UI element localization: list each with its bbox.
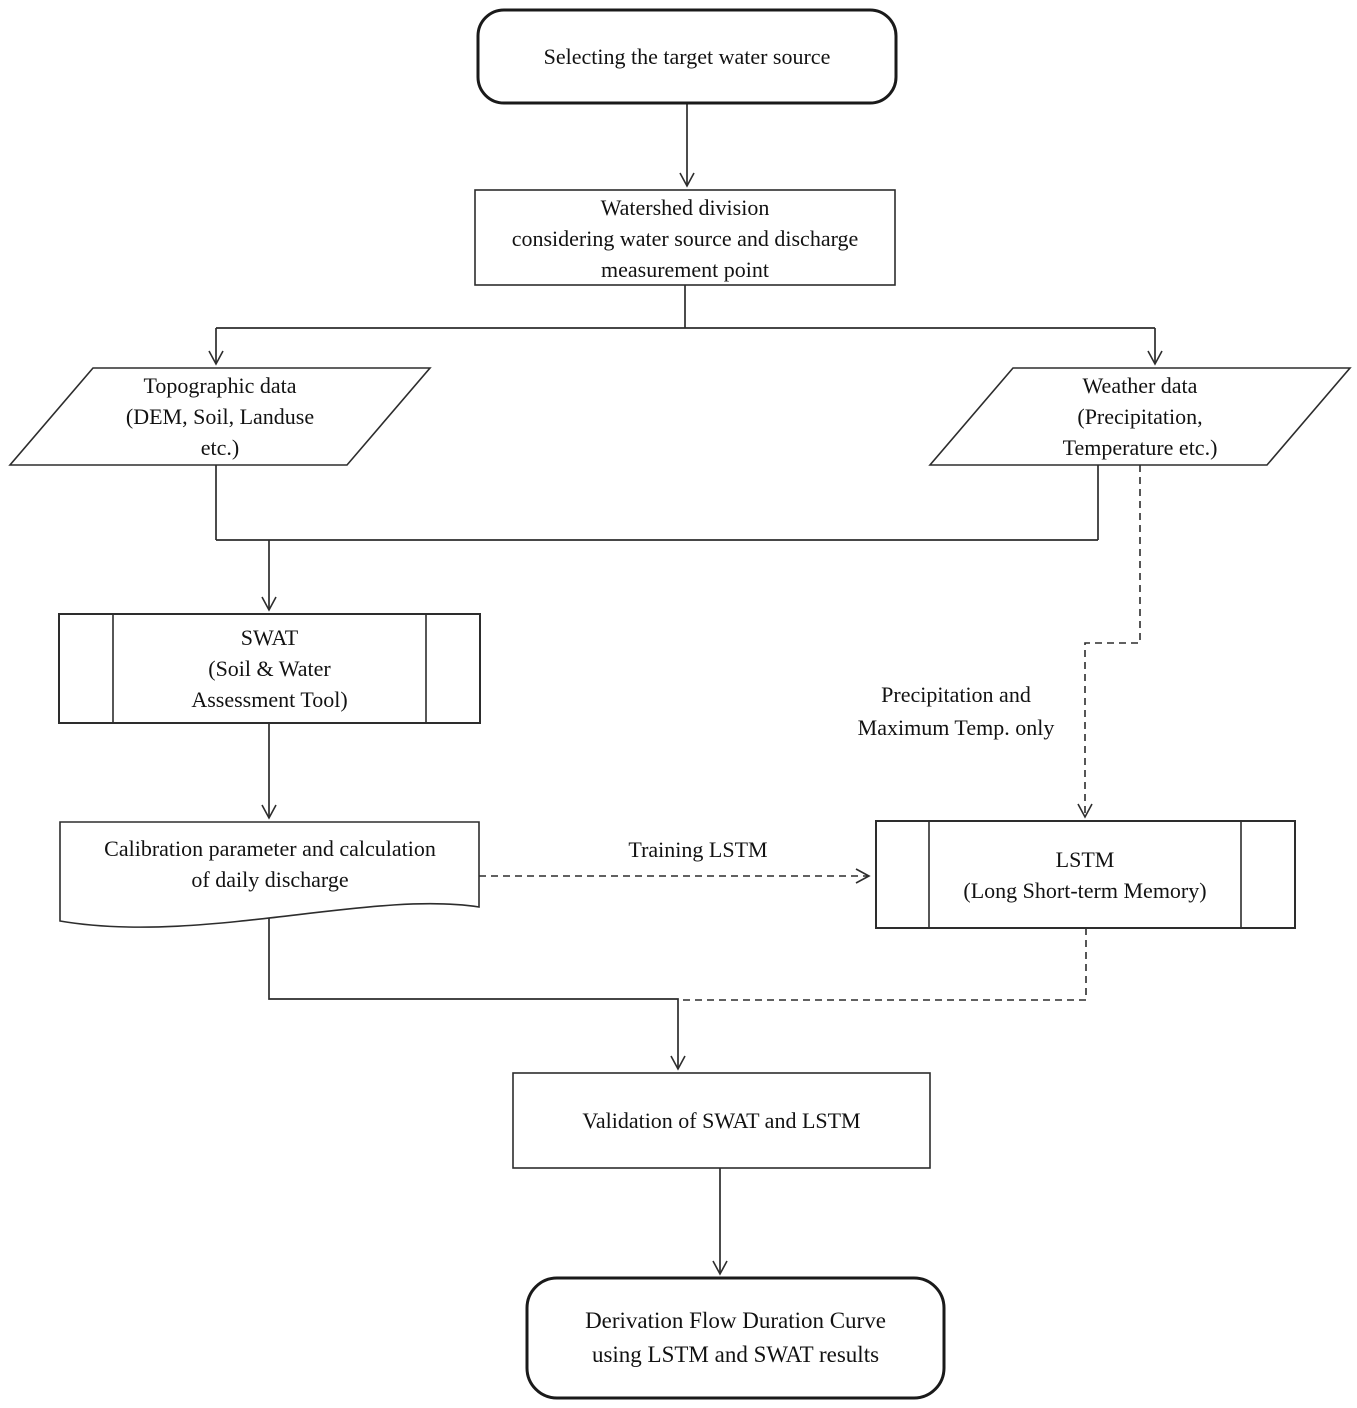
swat-label: SWAT (Soil & Water Assessment Tool) — [191, 625, 348, 712]
lstm-predefined-shape — [875, 820, 1296, 929]
edge-lstm-to-junction-dashed — [680, 928, 1087, 1001]
validation-process-shape — [512, 1072, 931, 1169]
calibration-label: Calibration parameter and calculation of… — [104, 836, 436, 892]
topographic-label: Topographic data (DEM, Soil, Landuse etc… — [125, 373, 315, 460]
edge-calibration-to-validation — [268, 918, 686, 1071]
derivation-terminator-shape — [525, 1276, 946, 1400]
start-terminator-shape — [476, 8, 898, 105]
start-label: Selecting the target water source — [543, 44, 831, 69]
derivation-label: Derivation Flow Duration Curve using LST… — [585, 1308, 886, 1367]
calibration-document-shape — [59, 821, 480, 928]
topographic-data-shape — [8, 367, 432, 466]
watershed-label: Watershed division considering water sou… — [511, 195, 859, 282]
swat-predefined-shape — [58, 613, 481, 724]
lstm-label: LSTM (Long Short-term Memory) — [963, 846, 1207, 903]
weather-data-shape — [928, 367, 1352, 466]
watershed-process-shape — [474, 189, 896, 286]
training-lstm-edge-label: Training LSTM — [628, 836, 768, 862]
precipitation-only-edge-label: Precipitation and Maximum Temp. only — [857, 682, 1055, 740]
validation-label: Validation of SWAT and LSTM — [582, 1108, 861, 1133]
edge-weather-to-lstm-dashed — [1077, 465, 1141, 819]
weather-label: Weather data (Precipitation, Temperature… — [1062, 373, 1218, 460]
